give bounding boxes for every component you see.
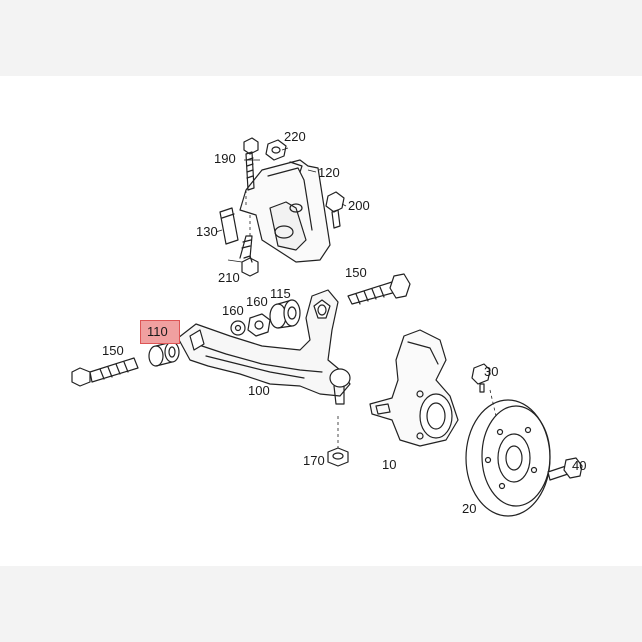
bracket-120	[239, 159, 331, 263]
label-210[interactable]: 210	[218, 270, 240, 285]
bolt-190	[243, 137, 259, 191]
bushing-115	[269, 299, 301, 329]
label-115[interactable]: 115	[270, 286, 291, 301]
nut-220	[265, 139, 287, 161]
label-130[interactable]: 130	[196, 224, 218, 239]
label-110[interactable]: 110	[147, 324, 168, 339]
label-160-nut[interactable]: 160	[246, 294, 268, 309]
leader-lines	[215, 147, 497, 448]
bolt-150-left	[71, 357, 139, 387]
bottom-margin	[0, 566, 642, 642]
bushing-110	[148, 341, 180, 367]
label-190[interactable]: 190	[214, 151, 236, 166]
top-margin	[0, 0, 642, 76]
bolt-40	[547, 457, 583, 481]
steering-knuckle-10	[369, 329, 459, 447]
screw-30	[471, 363, 491, 393]
label-10[interactable]: 10	[382, 457, 397, 472]
label-150-left[interactable]: 150	[102, 343, 124, 358]
label-200[interactable]: 200	[348, 198, 370, 213]
nut-160	[247, 313, 271, 337]
label-100[interactable]: 100	[248, 383, 270, 398]
nut-170	[327, 447, 349, 467]
label-40[interactable]: 40	[572, 458, 587, 473]
label-150-top[interactable]: 150	[345, 265, 367, 280]
control-arm-100	[177, 289, 351, 405]
label-170[interactable]: 170	[303, 453, 325, 468]
bolt-150-top	[347, 273, 411, 305]
brake-disc-20	[465, 399, 551, 517]
clip-130	[219, 207, 239, 245]
bolt-200	[325, 191, 345, 229]
label-30[interactable]: 30	[484, 364, 499, 379]
label-220[interactable]: 220	[284, 129, 306, 144]
label-120[interactable]: 120	[318, 165, 340, 180]
highlight-110	[140, 320, 180, 344]
label-160-washer[interactable]: 160	[222, 303, 244, 318]
label-20[interactable]: 20	[462, 501, 477, 516]
washer-160	[230, 320, 246, 336]
bolt-210	[239, 235, 259, 277]
